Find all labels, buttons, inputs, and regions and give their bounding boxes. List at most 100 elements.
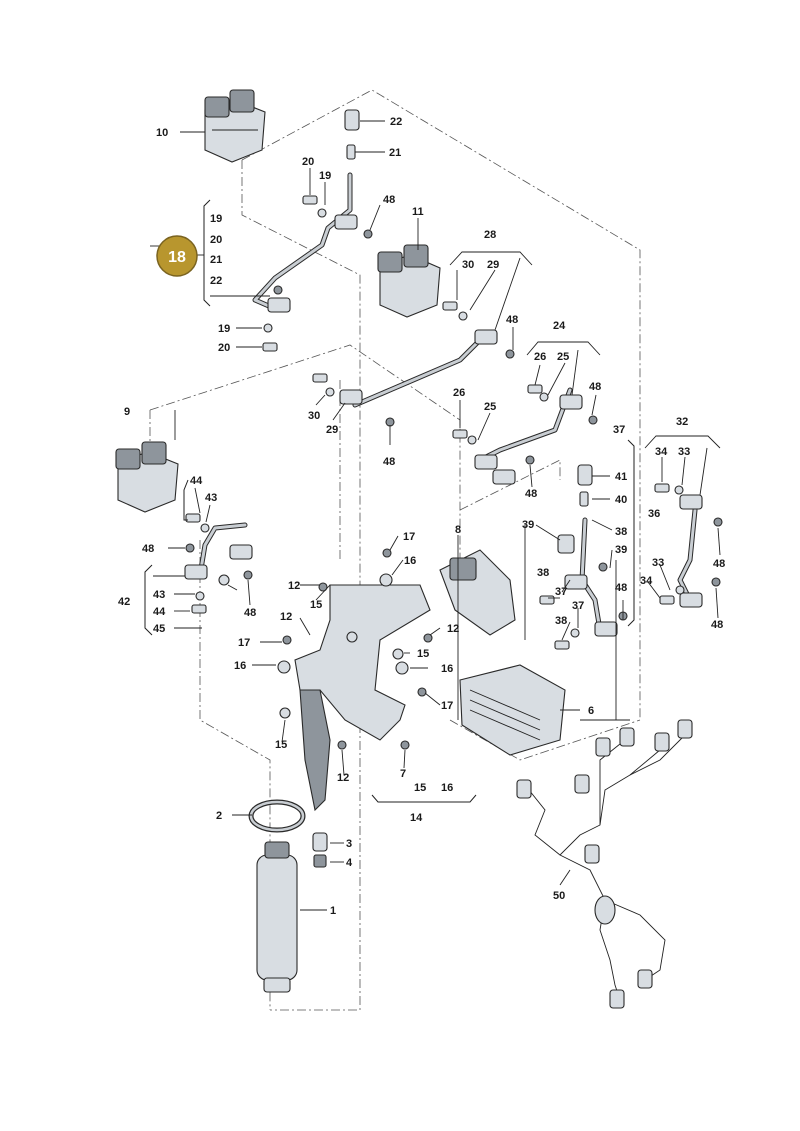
callout-17-top: 17 <box>403 531 415 543</box>
callout-25-mid: 25 <box>484 401 496 413</box>
callout-11: 11 <box>412 206 424 218</box>
callout-25-top: 25 <box>557 351 569 363</box>
callout-8: 8 <box>455 524 461 536</box>
callout-22: 22 <box>390 116 402 128</box>
callout-7: 7 <box>400 768 406 780</box>
callout-43-top: 43 <box>205 492 217 504</box>
leader-lines <box>144 120 721 911</box>
callout-39-mid: 39 <box>615 544 627 556</box>
callout-26-mid: 26 <box>453 387 465 399</box>
callout-14-15: 15 <box>414 782 426 794</box>
cylinder-1 <box>256 841 298 993</box>
callout-44-mid: 44 <box>153 606 166 618</box>
callout-28: 28 <box>484 229 496 241</box>
badge-number: 18 <box>168 249 186 266</box>
callout-labels: 10 22 21 20 19 48 11 28 30 29 19 20 48 2… <box>118 116 725 917</box>
callout-34-top: 34 <box>655 446 668 458</box>
wiring-harness-50 <box>516 719 693 1009</box>
bolts <box>185 195 723 750</box>
clamps <box>184 214 703 637</box>
callout-41: 41 <box>615 471 627 483</box>
part-group-badge[interactable]: 18 19 20 21 22 <box>156 213 222 287</box>
valve-block-10 <box>204 89 266 163</box>
callout-36: 36 <box>648 508 660 520</box>
callout-20-mid: 20 <box>218 342 230 354</box>
housing-6 <box>459 664 566 756</box>
callout-14-16: 16 <box>441 782 453 794</box>
callout-2: 2 <box>216 810 222 822</box>
callout-44-top: 44 <box>190 475 203 487</box>
callout-48-b: 48 <box>506 314 518 326</box>
callout-12-c: 12 <box>447 623 459 635</box>
callout-16-top: 16 <box>404 555 416 567</box>
callout-48-f: 48 <box>142 543 154 555</box>
callout-38-low: 38 <box>555 615 567 627</box>
mounting-bracket <box>294 584 431 812</box>
mount-3-4 <box>312 832 328 868</box>
callout-16-mid: 16 <box>234 660 246 672</box>
callout-17-low: 17 <box>441 700 453 712</box>
badge-item-20: 20 <box>210 234 222 246</box>
callout-17-mid: 17 <box>238 637 250 649</box>
callout-48-e: 48 <box>525 488 537 500</box>
badge-item-21: 21 <box>210 254 222 266</box>
callout-15-b: 15 <box>417 648 429 660</box>
callout-30-mid: 30 <box>308 410 320 422</box>
callout-32: 32 <box>676 416 688 428</box>
valve-unit-8 <box>439 549 516 636</box>
callout-12-b: 12 <box>280 611 292 623</box>
callout-37-mid: 37 <box>555 586 567 598</box>
callout-16-low: 16 <box>441 663 453 675</box>
callout-4: 4 <box>346 857 353 869</box>
callout-48-j: 48 <box>711 619 723 631</box>
badge-item-19: 19 <box>210 213 222 225</box>
callout-20-top: 20 <box>302 156 314 168</box>
callout-12-a: 12 <box>288 580 300 592</box>
callout-38-mid: 38 <box>537 567 549 579</box>
callout-33-mid: 33 <box>652 557 664 569</box>
callout-15-c: 15 <box>275 739 287 751</box>
callout-3: 3 <box>346 838 352 850</box>
callout-37-low: 37 <box>572 600 584 612</box>
clamp-ring-2 <box>248 799 306 833</box>
callout-21: 21 <box>389 147 401 159</box>
callout-48-h: 48 <box>615 582 627 594</box>
callout-48-g: 48 <box>713 558 725 570</box>
callout-39-top: 39 <box>522 519 534 531</box>
callout-19-top: 19 <box>319 170 331 182</box>
fittings <box>344 109 593 554</box>
valve-block-11 <box>377 244 441 318</box>
callout-42: 42 <box>118 596 130 608</box>
callout-45: 45 <box>153 623 165 635</box>
callout-37-top: 37 <box>613 424 625 436</box>
callout-10: 10 <box>156 127 168 139</box>
callout-9: 9 <box>124 406 130 418</box>
callout-48-c: 48 <box>589 381 601 393</box>
reference-frames <box>149 89 641 1011</box>
callout-6: 6 <box>588 705 594 717</box>
pipelines <box>197 172 698 633</box>
callout-50: 50 <box>553 890 565 902</box>
callout-43-mid: 43 <box>153 589 165 601</box>
callout-24: 24 <box>553 320 566 332</box>
badge-circle <box>156 235 198 277</box>
callout-29-mid: 29 <box>326 424 338 436</box>
callout-48-i: 48 <box>244 607 256 619</box>
callout-19-mid: 19 <box>218 323 230 335</box>
callout-15-a: 15 <box>310 599 322 611</box>
valve-block-9 <box>115 441 179 513</box>
callout-48-a: 48 <box>383 194 395 206</box>
callout-38-top: 38 <box>615 526 627 538</box>
callout-34-mid: 34 <box>640 575 653 587</box>
callout-1: 1 <box>330 905 336 917</box>
callout-40: 40 <box>615 494 627 506</box>
callout-14: 14 <box>410 812 423 824</box>
badge-item-22: 22 <box>210 275 222 287</box>
callout-29-top: 29 <box>487 259 499 271</box>
callout-33-top: 33 <box>678 446 690 458</box>
callout-48-d: 48 <box>383 456 395 468</box>
callout-26-top: 26 <box>534 351 546 363</box>
callout-12-d: 12 <box>337 772 349 784</box>
callout-30-top: 30 <box>462 259 474 271</box>
